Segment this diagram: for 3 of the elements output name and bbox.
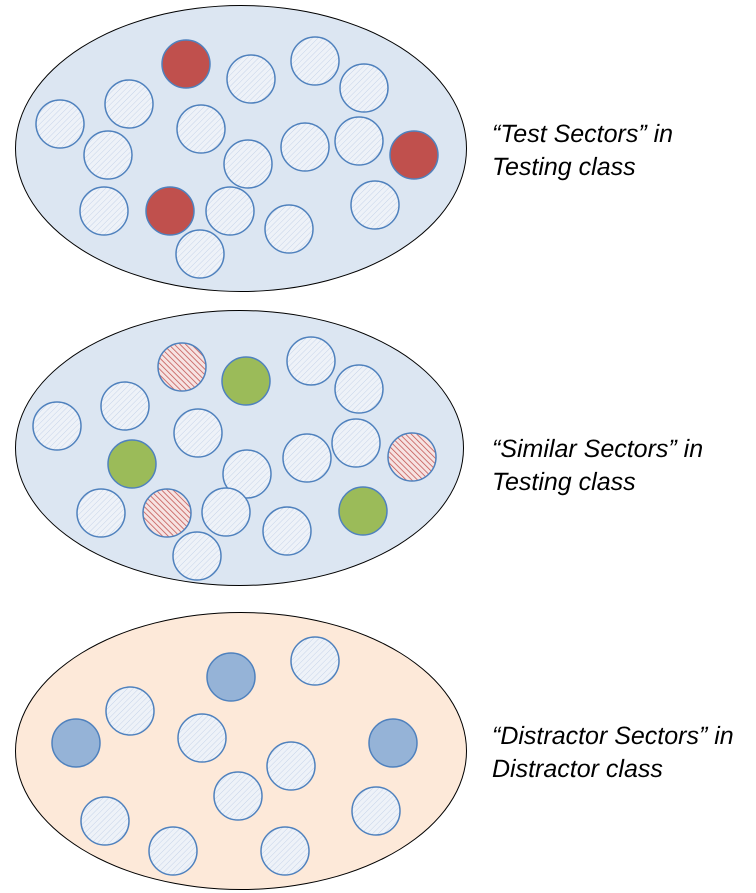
region-caption: “Similar Sectors” in Testing class [492,434,704,498]
region-caption: “Test Sectors” in Testing class [492,119,674,183]
region-caption: “Distractor Sectors” in Distractor class [492,721,735,785]
